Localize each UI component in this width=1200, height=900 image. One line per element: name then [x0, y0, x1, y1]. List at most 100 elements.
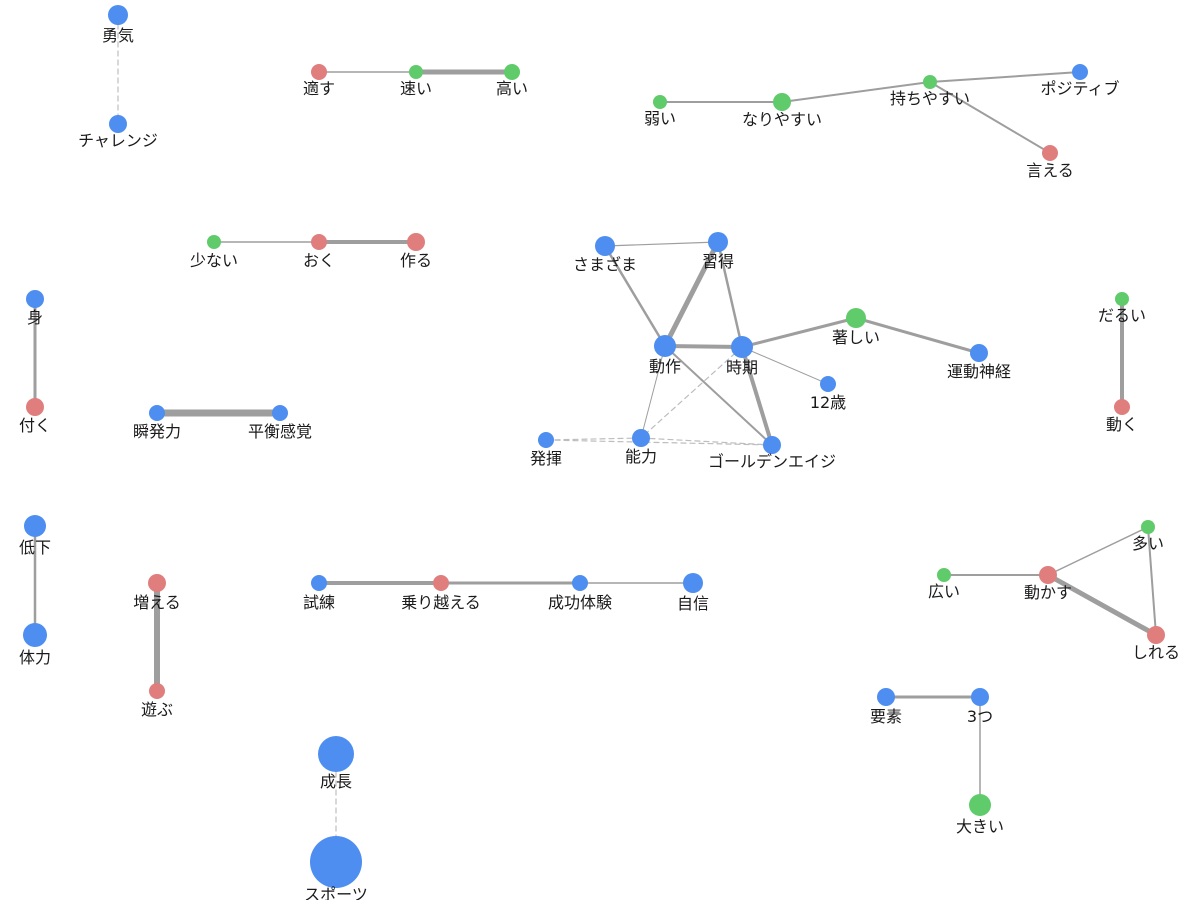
- node-ookii[interactable]: 大きい: [956, 794, 1004, 836]
- node-golden[interactable]: ゴールデンエイジ: [708, 436, 836, 471]
- node-circle[interactable]: [773, 93, 791, 111]
- node-yuuki[interactable]: 勇気: [102, 5, 134, 45]
- node-label: 言える: [1026, 161, 1074, 180]
- node-circle[interactable]: [109, 115, 127, 133]
- node-mochiyasui[interactable]: 持ちやすい: [890, 75, 970, 108]
- node-circle[interactable]: [1141, 520, 1155, 534]
- node-circle[interactable]: [971, 688, 989, 706]
- node-undoushinkei[interactable]: 運動神経: [947, 344, 1011, 381]
- node-circle[interactable]: [108, 5, 128, 25]
- node-circle[interactable]: [683, 573, 703, 593]
- node-teika[interactable]: 低下: [19, 515, 51, 557]
- node-circle[interactable]: [1042, 145, 1058, 161]
- node-yowai[interactable]: 弱い: [644, 95, 676, 128]
- node-seikou[interactable]: 成功体験: [548, 575, 612, 612]
- node-label: 習得: [702, 252, 734, 271]
- node-circle[interactable]: [23, 623, 47, 647]
- node-oku[interactable]: おく: [303, 234, 335, 270]
- node-circle[interactable]: [969, 794, 991, 816]
- node-label: しれる: [1132, 643, 1180, 662]
- node-circle[interactable]: [310, 836, 362, 888]
- node-circle[interactable]: [877, 688, 895, 706]
- node-dousa[interactable]: 動作: [649, 335, 681, 376]
- node-tsuku[interactable]: 付く: [19, 398, 51, 435]
- node-norikoeru[interactable]: 乗り越える: [401, 575, 481, 612]
- node-circle[interactable]: [1039, 566, 1057, 584]
- node-circle[interactable]: [149, 683, 165, 699]
- node-circle[interactable]: [763, 436, 781, 454]
- node-samazama[interactable]: さまざま: [573, 236, 637, 274]
- node-circle[interactable]: [311, 234, 327, 250]
- node-nariyasui[interactable]: なりやすい: [742, 93, 822, 129]
- node-circle[interactable]: [731, 336, 753, 358]
- node-circle[interactable]: [937, 568, 951, 582]
- node-seichou[interactable]: 成長: [318, 736, 354, 791]
- node-heikou[interactable]: 平衡感覚: [248, 405, 312, 441]
- node-fueru[interactable]: 増える: [133, 574, 181, 612]
- node-ugoku[interactable]: 動く: [1106, 399, 1138, 434]
- node-circle[interactable]: [433, 575, 449, 591]
- node-nouryoku[interactable]: 能力: [625, 429, 657, 466]
- node-circle[interactable]: [572, 575, 588, 591]
- node-circle[interactable]: [311, 575, 327, 591]
- node-shireru[interactable]: しれる: [1132, 626, 1180, 662]
- node-tairyoku[interactable]: 体力: [19, 623, 51, 667]
- node-circle[interactable]: [1114, 399, 1130, 415]
- node-circle[interactable]: [148, 574, 166, 592]
- node-label: 遊ぶ: [141, 700, 173, 719]
- node-ichijirushii[interactable]: 著しい: [832, 308, 880, 347]
- node-circle[interactable]: [970, 344, 988, 362]
- node-shunpatsu[interactable]: 瞬発力: [133, 405, 181, 441]
- node-circle[interactable]: [24, 515, 46, 537]
- node-circle[interactable]: [1115, 292, 1129, 306]
- node-challenge[interactable]: チャレンジ: [78, 115, 158, 150]
- node-circle[interactable]: [311, 64, 327, 80]
- node-sports[interactable]: スポーツ: [304, 836, 368, 900]
- node-darui[interactable]: だるい: [1098, 292, 1146, 325]
- node-circle[interactable]: [318, 736, 354, 772]
- node-tekisu[interactable]: 適す: [303, 64, 335, 98]
- node-ieru[interactable]: 言える: [1026, 145, 1074, 180]
- node-circle[interactable]: [272, 405, 288, 421]
- node-circle[interactable]: [409, 65, 423, 79]
- node-youso[interactable]: 要素: [870, 688, 902, 726]
- node-circle[interactable]: [407, 233, 425, 251]
- node-circle[interactable]: [708, 232, 728, 252]
- node-circle[interactable]: [846, 308, 866, 328]
- node-juunisai[interactable]: 12歳: [810, 376, 846, 412]
- node-jishin[interactable]: 自信: [677, 573, 709, 613]
- node-positive[interactable]: ポジティブ: [1040, 64, 1120, 98]
- node-circle[interactable]: [1147, 626, 1165, 644]
- node-hakki[interactable]: 発揮: [530, 432, 562, 468]
- node-shiren[interactable]: 試練: [303, 575, 335, 612]
- node-circle[interactable]: [504, 64, 520, 80]
- node-hayai[interactable]: 速い: [400, 65, 432, 98]
- node-circle[interactable]: [26, 290, 44, 308]
- node-asobu[interactable]: 遊ぶ: [141, 683, 173, 719]
- node-circle[interactable]: [820, 376, 836, 392]
- node-jiki[interactable]: 時期: [726, 336, 758, 377]
- node-mi[interactable]: 身: [26, 290, 44, 327]
- node-shuutoku[interactable]: 習得: [702, 232, 734, 271]
- node-circle[interactable]: [538, 432, 554, 448]
- node-label: 成長: [320, 772, 352, 791]
- node-sukunai[interactable]: 少ない: [190, 235, 238, 270]
- node-label: だるい: [1098, 306, 1146, 325]
- node-circle[interactable]: [654, 335, 676, 357]
- node-circle[interactable]: [149, 405, 165, 421]
- node-mittsu[interactable]: 3つ: [967, 688, 993, 726]
- node-ooi[interactable]: 多い: [1132, 520, 1164, 553]
- node-ugokasu[interactable]: 動かす: [1024, 566, 1072, 602]
- node-circle[interactable]: [1072, 64, 1088, 80]
- node-takai[interactable]: 高い: [496, 64, 528, 98]
- node-circle[interactable]: [632, 429, 650, 447]
- node-tsukuru[interactable]: 作る: [400, 233, 432, 270]
- node-circle[interactable]: [595, 236, 615, 256]
- edge-hakki-nouryoku: [545, 437, 642, 441]
- node-circle[interactable]: [653, 95, 667, 109]
- node-circle[interactable]: [26, 398, 44, 416]
- edge-dousa-nouryoku: [640, 345, 666, 439]
- node-circle[interactable]: [923, 75, 937, 89]
- node-circle[interactable]: [207, 235, 221, 249]
- node-hiroi[interactable]: 広い: [928, 568, 960, 601]
